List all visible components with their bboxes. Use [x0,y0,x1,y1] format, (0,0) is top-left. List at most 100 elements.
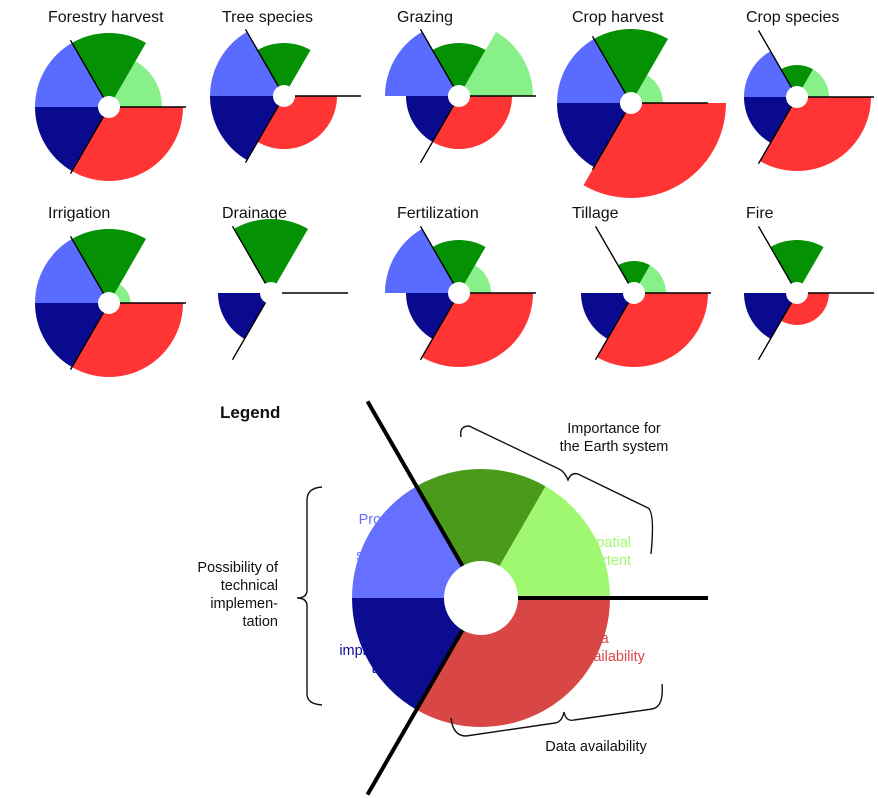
chart-center-hole [786,86,808,108]
chart-ease-of-implementation-sector [581,293,634,339]
legend-center-hole [444,561,518,635]
chart-ease-of-implementation-sector [744,97,797,143]
chart-title: Fire [746,205,774,222]
chart-title: Fertilization [397,205,479,222]
chart-center-hole [260,282,282,304]
label-line: Effects [459,481,503,497]
chart-axis-line [419,292,460,361]
chart-forestry-harvest: Forestry harvest [35,9,186,182]
chart-title: Tillage [572,205,619,222]
legend-axis-line [365,597,483,796]
data-bracket [450,683,663,737]
label-line: implemen- [339,643,407,659]
chart-effects-sector [770,239,824,293]
chart-axis-line [419,28,460,97]
label-line: Process [359,512,411,528]
chart-fertilization: Fertilization [385,205,536,368]
label-line: extent [592,553,632,569]
label-line: Importance for [567,421,661,437]
chart-axis-line [757,96,798,165]
chart-axis-line [69,106,110,175]
chart-data-availability-sector [583,103,726,198]
chart-ease-of-implementation-sector [406,293,459,339]
chart-data-availability-sector [760,97,871,172]
label-line: tation [243,614,278,630]
chart-center-hole [623,282,645,304]
chart-effects-sector [618,261,650,293]
chart-drainage: Drainage [218,205,348,361]
chart-data-availability-sector [422,293,533,368]
chart-title: Crop species [746,9,839,26]
label-line: availability [578,649,646,665]
chart-ease-of-implementation-sector [35,303,109,368]
chart-effects-sector [781,65,813,97]
chart-crop-harvest: Crop harvest [557,9,726,198]
chart-axis-line [69,39,110,108]
chart-title: Drainage [222,205,287,222]
chart-effects-sector [72,228,146,303]
chart-data-availability-sector [597,293,708,368]
chart-center-hole [620,92,642,114]
legend-title: Legend [220,403,280,422]
chart-axis-line [69,235,110,304]
chart-axis-line [757,29,798,98]
chart-center-hole [98,96,120,118]
legend-axis-line [365,400,483,599]
chart-data-availability-sector [72,303,184,378]
label-line: Ease of [358,625,408,641]
label-line: tation [372,661,407,677]
charts-grid: Forestry harvest Tree species Grazing Crop … [34,9,874,378]
chart-effects-sector [234,218,308,293]
label-line: under- [369,530,411,546]
chart-title: Tree species [222,9,313,26]
legend-process-understanding-sector [352,486,481,598]
process-understanding-label: Process under-standing [356,512,411,564]
chart-axis-line [594,225,635,294]
ease-of-implementation-label: Ease of implemen-tation [339,625,408,677]
chart-ease-of-implementation-sector [35,107,109,172]
label-line: implemen- [210,596,278,612]
chart-effects-sector [72,32,146,107]
chart-axis-line [231,292,272,361]
chart-fire: Fire [744,205,874,361]
label-line: standing [356,548,411,564]
chart-ease-of-implementation-sector [218,293,271,339]
effects-label: Effects [459,481,503,497]
chart-axis-line [244,95,285,164]
chart-axis-line [69,302,110,371]
chart-axis-line [757,292,798,361]
chart-process-understanding-sector [744,51,797,97]
chart-axis-line [419,225,460,294]
chart-axis-line [419,95,460,164]
chart-effects-sector [594,28,668,104]
chart-process-understanding-sector [34,238,109,303]
chart-title: Grazing [397,9,453,26]
chart-ease-of-implementation-sector [406,96,459,142]
chart-axis-line [594,292,635,361]
technical-bracket [296,486,323,706]
chart-spatial-extent-sector [459,31,533,96]
importance-bracket [459,425,654,555]
chart-spatial-extent-sector [109,61,162,107]
chart-process-understanding-sector [35,42,109,107]
chart-title: Forestry harvest [48,9,164,26]
chart-crop-species: Crop species [744,9,874,172]
chart-center-hole [98,292,120,314]
chart-axis-line [231,225,272,294]
chart-axis-line [591,102,632,171]
label-line: the Earth system [560,439,669,455]
label-line: technical [221,578,278,594]
importance-group-label: Importance for the Earth system [560,421,669,455]
chart-effects-sector [432,239,486,293]
chart-process-understanding-sector [557,38,631,103]
legend-effects-sector [416,468,546,598]
chart-grazing: Grazing [385,9,536,164]
chart-axis-line [244,28,285,97]
chart-effects-sector [432,42,486,96]
chart-center-hole [273,85,295,107]
chart-title: Crop harvest [572,9,664,26]
